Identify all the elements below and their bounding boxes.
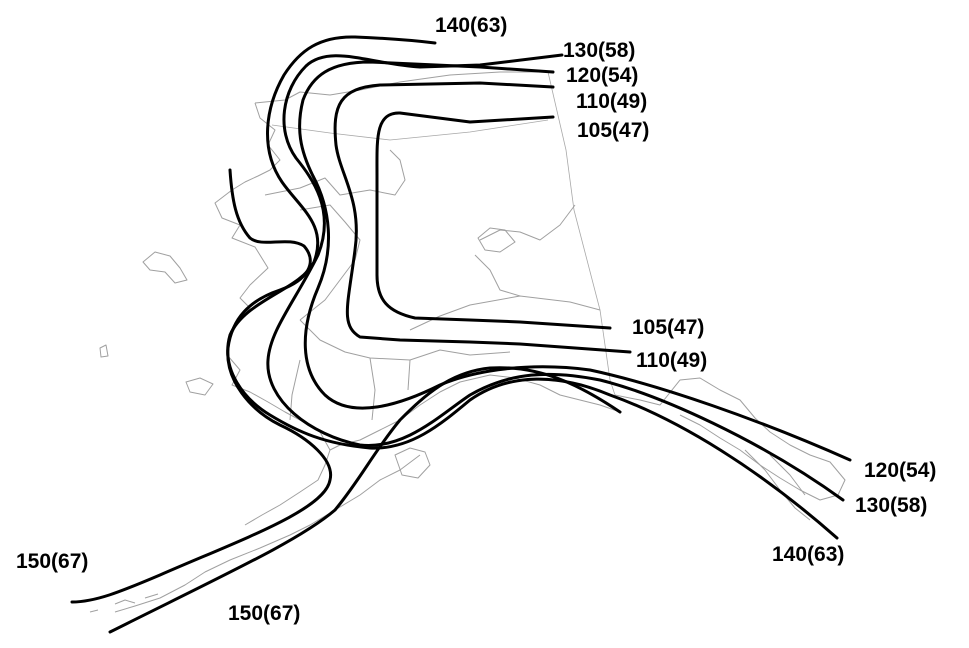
label-150-bottom: 150(67) [228, 602, 300, 625]
label-110-right: 110(49) [636, 349, 707, 372]
contour-130 [266, 53, 845, 502]
st-lawrence-island [142, 251, 188, 284]
interior-lake [477, 227, 516, 253]
label-110-top: 110(49) [576, 90, 647, 113]
alaska-peninsula [114, 454, 421, 613]
kodiak-island [394, 447, 431, 479]
label-130-top: 130(58) [563, 39, 635, 62]
contour-150-inner [108, 366, 622, 634]
borough-line-1 [264, 149, 406, 196]
label-120-top: 120(54) [566, 64, 638, 87]
contour-110 [333, 81, 632, 354]
nunivak-island [185, 377, 214, 396]
borough-line-2 [299, 204, 361, 321]
label-130-right: 130(58) [855, 494, 927, 517]
label-140-top: 140(63) [435, 14, 507, 37]
borough-line-4 [299, 319, 511, 361]
label-105-top: 105(47) [577, 119, 649, 142]
north-coast [254, 71, 548, 104]
contour-lines [70, 35, 852, 634]
contour-150-outer [70, 168, 333, 604]
label-140-right: 140(63) [772, 543, 844, 566]
contour-labels: 140(63) 130(58) 120(54) 110(49) 105(47) … [16, 14, 936, 625]
borough-line-6 [474, 254, 521, 297]
label-120-right: 120(54) [864, 459, 936, 482]
borough-line-5 [479, 204, 576, 241]
internal-boundary-north [271, 119, 549, 141]
panhandle-coast [614, 377, 846, 501]
label-105-right: 105(47) [632, 316, 704, 339]
aleutian-islands [89, 593, 159, 613]
west-coast [214, 102, 331, 451]
label-150-left: 150(67) [16, 550, 88, 573]
small-island-west [99, 344, 109, 358]
contour-120 [298, 60, 852, 462]
contour-105 [375, 111, 612, 330]
peninsula-north-edge [244, 449, 331, 526]
south-coast [329, 374, 621, 451]
